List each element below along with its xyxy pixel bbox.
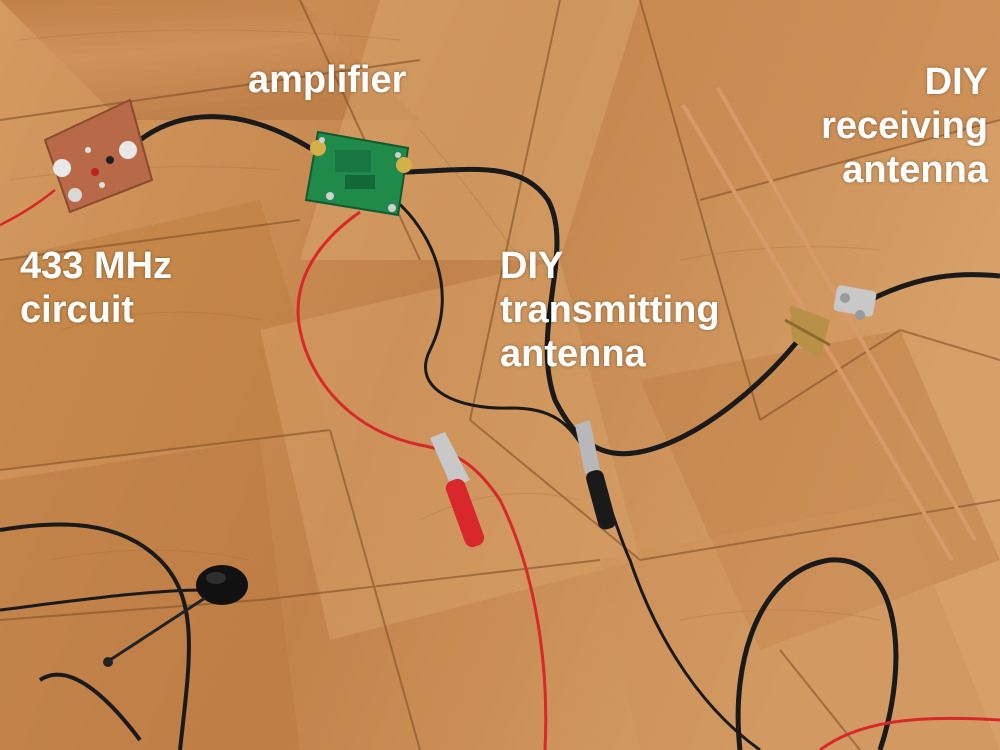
black-power-wire bbox=[394, 198, 761, 750]
red-wire-circuit bbox=[0, 189, 56, 227]
amplifier-board bbox=[304, 130, 412, 217]
coax-cable-rx-antenna bbox=[868, 272, 1000, 303]
red-power-wire bbox=[296, 210, 548, 750]
magnetic-antenna bbox=[0, 522, 248, 750]
transmitting-antenna-connector bbox=[784, 305, 831, 360]
label-433mhz-circuit: 433 MHz circuit bbox=[20, 245, 173, 331]
red-wire-bottom bbox=[819, 716, 1000, 750]
label-amplifier: amplifier bbox=[248, 59, 407, 101]
label-diy-transmitting-antenna: DIY transmitting antenna bbox=[500, 245, 720, 375]
coax-cable-amp-to-tx-antenna bbox=[402, 166, 813, 457]
circuit-board-433mhz bbox=[43, 98, 154, 214]
coax-cable-circuit-to-amp bbox=[137, 114, 313, 151]
black-alligator-clip bbox=[575, 420, 616, 530]
red-alligator-clip bbox=[430, 432, 485, 548]
label-diy-receiving-antenna: DIY receiving antenna bbox=[821, 61, 988, 191]
coax-cable-loop bbox=[735, 557, 899, 750]
